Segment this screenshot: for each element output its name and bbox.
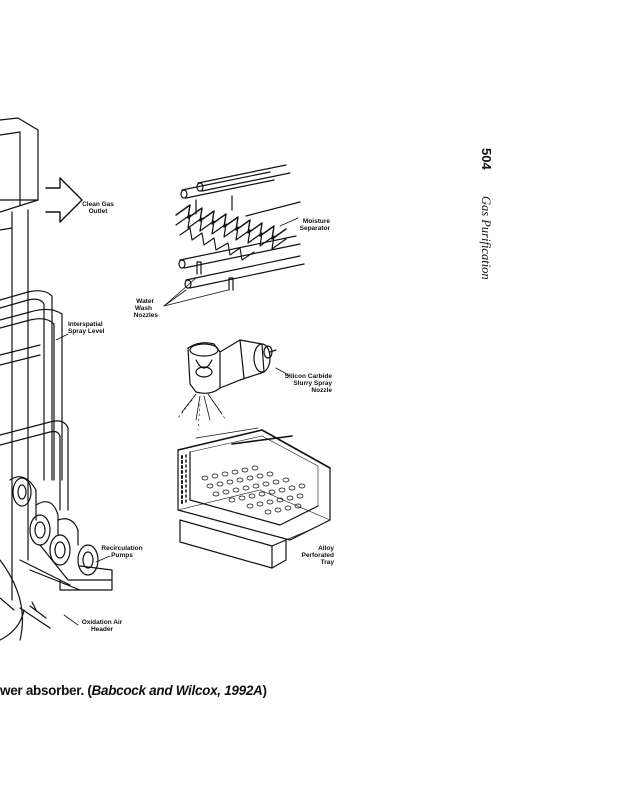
svg-text:Moisture: Moisture xyxy=(303,218,330,225)
running-head: 504 Gas Purification xyxy=(470,140,510,320)
label-alloy-perforated-tray: Alloy Perforated Tray xyxy=(301,545,334,566)
label-oxidation-air-header: Oxidation Air Header xyxy=(82,619,123,633)
svg-text:Nozzles: Nozzles xyxy=(134,312,159,319)
label-recirculation-pumps: Recirculation Pumps xyxy=(101,545,142,559)
svg-text:Alloy: Alloy xyxy=(318,545,334,552)
label-moisture-separator: Moisture Separator xyxy=(300,218,331,232)
svg-text:Water: Water xyxy=(136,298,154,305)
svg-text:Pumps: Pumps xyxy=(111,552,133,559)
perforated-tray xyxy=(177,427,331,569)
page-number: 504 xyxy=(479,148,494,170)
moisture-separator xyxy=(175,164,305,291)
label-silicon-carbide-nozzle: Silicon Carbide Slurry Spray Nozzle xyxy=(285,373,333,394)
recirculation-pumps xyxy=(9,476,113,591)
caption-text: wer absorber. ( xyxy=(0,683,92,698)
svg-text:Outlet: Outlet xyxy=(89,208,109,215)
absorber-tower xyxy=(0,117,113,641)
svg-text:Header: Header xyxy=(91,626,114,633)
svg-text:Silicon Carbide: Silicon Carbide xyxy=(285,373,333,380)
svg-text:Interspatial: Interspatial xyxy=(68,321,103,328)
outlet-arrow-icon xyxy=(45,177,83,223)
svg-text:Separator: Separator xyxy=(300,225,331,232)
svg-text:Oxidation Air: Oxidation Air xyxy=(82,619,123,626)
svg-text:Wash: Wash xyxy=(135,305,152,312)
svg-text:Tray: Tray xyxy=(321,559,335,566)
figure-caption: wer absorber. (Babcock and Wilcox, 1992A… xyxy=(0,683,267,698)
svg-text:Slurry Spray: Slurry Spray xyxy=(293,380,332,387)
label-water-wash-nozzles: Water Wash Nozzles xyxy=(134,298,159,319)
caption-close: ) xyxy=(262,683,268,698)
svg-text:Nozzle: Nozzle xyxy=(311,387,332,394)
label-interspatial-spray-level: Interspatial Spray Level xyxy=(68,321,105,335)
svg-text:Perforated: Perforated xyxy=(301,552,334,559)
svg-text:Clean Gas: Clean Gas xyxy=(82,201,114,208)
svg-text:Recirculation: Recirculation xyxy=(101,545,142,552)
spray-nozzle xyxy=(177,339,291,431)
label-clean-gas-outlet: Clean Gas Outlet xyxy=(82,201,114,215)
svg-text:Spray Level: Spray Level xyxy=(68,328,105,335)
caption-citation: Babcock and Wilcox, 1992A xyxy=(91,683,263,698)
running-head-title: Gas Purification xyxy=(479,196,493,280)
